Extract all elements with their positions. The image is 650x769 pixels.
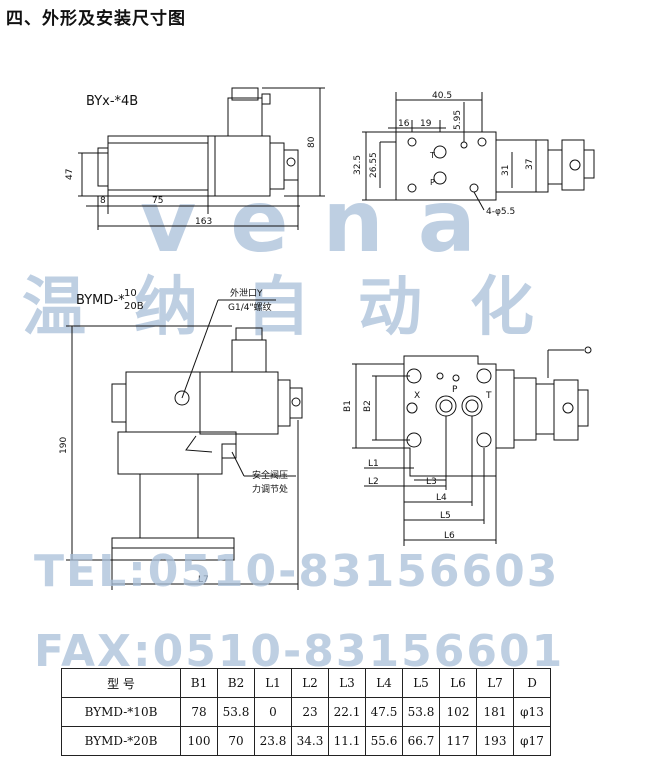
safety-label-1: 安全阀压 [252,469,288,481]
header-l5: L5 [402,668,440,698]
view2-port-t: T [485,391,492,401]
view2-side-view: BYMD-* 10 20B 外泄口Y G1/4"螺纹 安全阀压 力调节处 [59,287,303,590]
dim-l5: L5 [440,511,451,521]
cell-model: BYMD-*20B [61,726,181,756]
cell-l2: 34.3 [291,726,329,756]
page-heading: 四、外形及安装尺寸图 [6,9,186,29]
dim-5-95: 5.95 [453,110,463,130]
dim-l2: L2 [368,477,379,487]
cell-b1: 100 [180,726,218,756]
dim-l6: L6 [444,531,455,541]
table-header-row: 型 号 B1 B2 L1 L2 L3 L4 L5 L6 L7 D [61,668,551,698]
view1-port-t: T [429,151,435,160]
view1-port-p: P [430,178,435,187]
header-l4: L4 [365,668,403,698]
view2-front-view: X P T B1 B2 L1 L2 L3 L4 L5 L6 [343,346,592,546]
header-model: 型 号 [61,668,181,698]
cell-d: φ13 [513,697,551,727]
cell-l3: 11.1 [328,726,366,756]
dim-19: 19 [420,119,432,129]
dim-26-55: 26.55 [369,152,379,178]
dim-37: 37 [525,159,535,170]
dim-l1: L1 [368,459,379,469]
cell-l4: 47.5 [365,697,403,727]
header-b1: B1 [180,668,218,698]
cell-b2: 53.8 [217,697,255,727]
view1-front-view: T P 40.5 16 19 5.95 32.5 26.55 31 37 4-φ… [353,91,595,217]
view2-port-p: P [452,385,458,395]
header-l2: L2 [291,668,329,698]
view1-subplate [395,131,497,201]
view1-solenoid [207,135,271,197]
view2-port-x: X [414,391,420,401]
cell-b2: 70 [217,726,255,756]
dim-190: 190 [59,437,69,454]
cell-d: φ17 [513,726,551,756]
view2-subplate [403,355,497,477]
cell-l5: 53.8 [402,697,440,727]
dim-31: 31 [501,165,511,176]
table-row: BYMD-*20B 100 70 23.8 34.3 11.1 55.6 66.… [61,726,551,756]
cell-l7: 181 [476,697,514,727]
cell-l7: 193 [476,726,514,756]
header-l7: L7 [476,668,514,698]
dim-16: 16 [398,119,410,129]
header-b2: B2 [217,668,255,698]
drain-label-1: 外泄口Y [230,287,263,299]
cell-l6: 117 [439,726,477,756]
view1-valve-body [107,135,209,197]
header-l1: L1 [254,668,292,698]
cell-l3: 22.1 [328,697,366,727]
header-l3: L3 [328,668,366,698]
cell-l5: 66.7 [402,726,440,756]
dim-b1: B1 [343,400,353,412]
dim-holes: 4-φ5.5 [486,207,515,217]
header-d: D [513,668,551,698]
view2-title-bottom: 20B [124,301,144,312]
table-row: BYMD-*10B 78 53.8 0 23 22.1 47.5 53.8 10… [61,697,551,727]
dim-l3: L3 [426,477,437,487]
cell-model: BYMD-*10B [61,697,181,727]
cell-l4: 55.6 [365,726,403,756]
dim-80: 80 [307,136,317,148]
view2-title-main: BYMD-* [76,293,125,308]
view1-title: BYx-*4B [86,94,138,109]
dim-47: 47 [65,169,75,180]
dim-8: 8 [100,196,106,206]
dim-l4: L4 [436,493,447,503]
cell-l1: 0 [254,697,292,727]
view2-title-top: 10 [124,288,137,299]
dim-163: 163 [195,217,212,227]
safety-label-2: 力调节处 [252,483,288,495]
dim-32-5: 32.5 [353,155,363,175]
view1-side-view: BYx-*4B 47 8 75 163 80 [65,87,325,230]
dim-l7: L7 [198,575,209,585]
cell-l2: 23 [291,697,329,727]
dim-b2: B2 [363,400,373,412]
dim-75: 75 [152,196,163,206]
cell-l6: 102 [439,697,477,727]
dim-40-5: 40.5 [432,91,452,101]
drain-label-2: G1/4"螺纹 [228,301,272,313]
dimension-table: 型 号 B1 B2 L1 L2 L3 L4 L5 L6 L7 D BYMD-*1… [61,668,551,756]
cell-l1: 23.8 [254,726,292,756]
cell-b1: 78 [180,697,218,727]
header-l6: L6 [439,668,477,698]
